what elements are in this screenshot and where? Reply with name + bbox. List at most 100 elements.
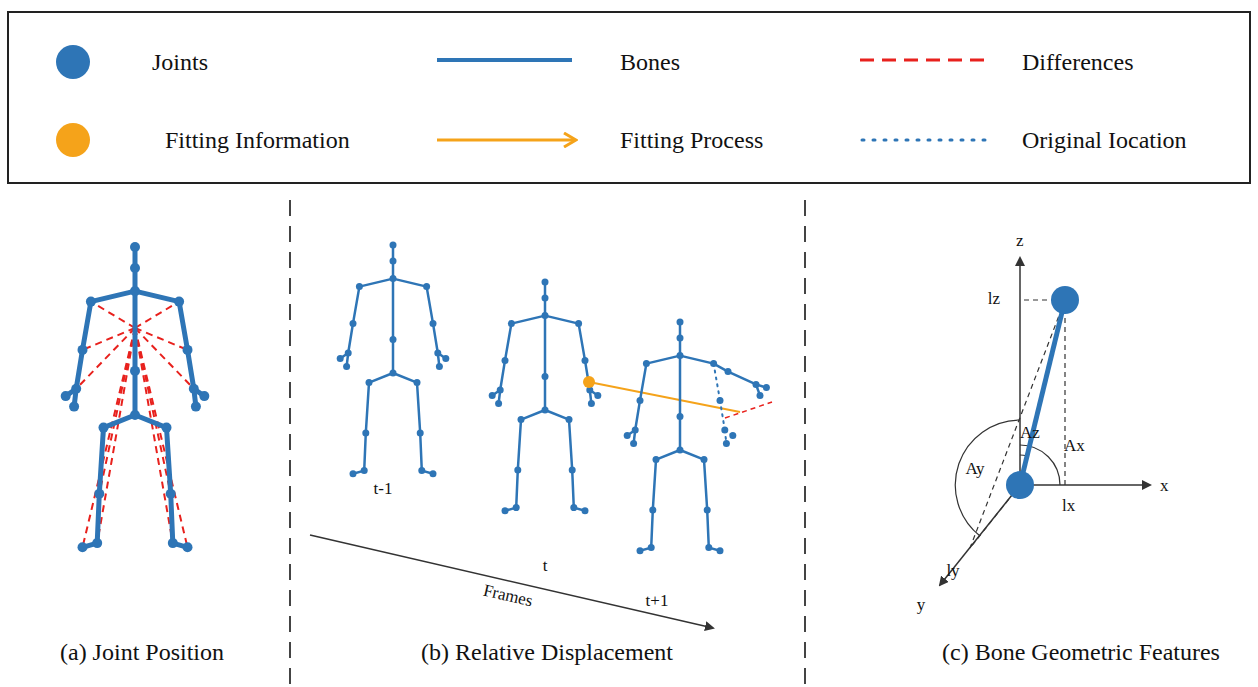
panel-caption: (c) Bone Geometric Features bbox=[942, 640, 1220, 664]
joint bbox=[337, 355, 344, 362]
joint bbox=[61, 391, 71, 401]
joint bbox=[423, 283, 430, 290]
joint bbox=[725, 368, 732, 375]
bone bbox=[392, 279, 395, 340]
joint bbox=[542, 295, 549, 302]
difference-line bbox=[135, 302, 179, 328]
joint bbox=[502, 357, 509, 364]
joint bbox=[356, 283, 363, 290]
joint bbox=[130, 286, 140, 296]
bone bbox=[348, 323, 353, 353]
difference-line bbox=[97, 328, 135, 543]
joint bbox=[361, 467, 368, 474]
joint bbox=[168, 538, 178, 548]
joint bbox=[166, 489, 176, 499]
bone bbox=[133, 371, 138, 415]
bone bbox=[417, 383, 420, 433]
joint bbox=[502, 507, 509, 514]
joint bbox=[701, 456, 708, 463]
joint bbox=[130, 263, 140, 273]
bone bbox=[188, 350, 194, 389]
bone bbox=[91, 291, 135, 302]
angle-arcs bbox=[955, 420, 1060, 536]
bone bbox=[393, 279, 427, 287]
joint bbox=[582, 507, 589, 514]
frame-label: t-1 bbox=[374, 480, 393, 497]
difference-line bbox=[135, 328, 188, 547]
joint bbox=[710, 360, 717, 367]
joint bbox=[390, 370, 397, 377]
joint bbox=[1006, 471, 1034, 499]
joint bbox=[78, 345, 88, 355]
joint bbox=[350, 320, 357, 327]
bone bbox=[433, 323, 438, 353]
bone bbox=[572, 470, 574, 508]
joint bbox=[570, 504, 577, 511]
bone bbox=[420, 433, 422, 471]
joint bbox=[434, 350, 441, 357]
bone bbox=[518, 420, 521, 470]
axis-label: y bbox=[917, 596, 926, 613]
joint bbox=[497, 387, 504, 394]
bone bbox=[167, 428, 171, 494]
fitting-process-swatch bbox=[437, 139, 575, 142]
bone bbox=[366, 383, 369, 433]
joint bbox=[648, 544, 655, 551]
joint bbox=[345, 350, 352, 357]
frame-label: t bbox=[543, 557, 548, 574]
bone bbox=[679, 356, 682, 417]
joint bbox=[542, 407, 549, 414]
legend-text: Bones bbox=[620, 50, 680, 74]
joint bbox=[436, 363, 443, 370]
joint bbox=[162, 423, 172, 433]
joint bbox=[588, 400, 595, 407]
joint bbox=[753, 381, 760, 388]
bone bbox=[521, 410, 545, 420]
joint bbox=[677, 352, 684, 359]
bone bbox=[359, 279, 393, 287]
bone bbox=[653, 460, 656, 510]
joint bbox=[569, 467, 576, 474]
joint bbox=[704, 507, 711, 514]
joint bbox=[677, 413, 684, 420]
bone bbox=[392, 339, 395, 373]
bone bbox=[516, 470, 518, 508]
length-label: lx bbox=[1062, 497, 1075, 514]
bone bbox=[76, 350, 82, 389]
joint bbox=[430, 320, 437, 327]
bone bbox=[353, 287, 359, 324]
legend-text: Original Iocation bbox=[1022, 128, 1187, 152]
joint bbox=[637, 397, 644, 404]
bone-swatch bbox=[437, 58, 572, 62]
bone bbox=[728, 372, 756, 385]
joint bbox=[71, 384, 81, 394]
joint bbox=[566, 416, 573, 423]
joint bbox=[514, 467, 521, 474]
joint bbox=[130, 410, 140, 420]
difference-line bbox=[83, 328, 136, 350]
joint bbox=[632, 427, 639, 434]
panel-caption: (b) Relative Displacement bbox=[421, 640, 673, 664]
joint bbox=[518, 416, 525, 423]
joint-swatch bbox=[56, 45, 90, 79]
bone bbox=[97, 494, 99, 543]
original-joint bbox=[729, 432, 736, 439]
original-location-swatch bbox=[862, 139, 990, 142]
bone bbox=[104, 415, 136, 428]
bone bbox=[135, 415, 167, 428]
bone bbox=[500, 360, 505, 390]
joint bbox=[183, 542, 193, 552]
joint bbox=[69, 402, 79, 412]
joint bbox=[414, 379, 421, 386]
joint bbox=[542, 312, 549, 319]
joint bbox=[174, 297, 184, 307]
joint bbox=[390, 275, 397, 282]
bone bbox=[569, 420, 572, 470]
bone bbox=[369, 373, 393, 383]
joint bbox=[350, 470, 357, 477]
joint bbox=[1051, 286, 1079, 314]
joint bbox=[366, 379, 373, 386]
bone bbox=[651, 510, 653, 548]
frame-label: t+1 bbox=[646, 592, 669, 609]
